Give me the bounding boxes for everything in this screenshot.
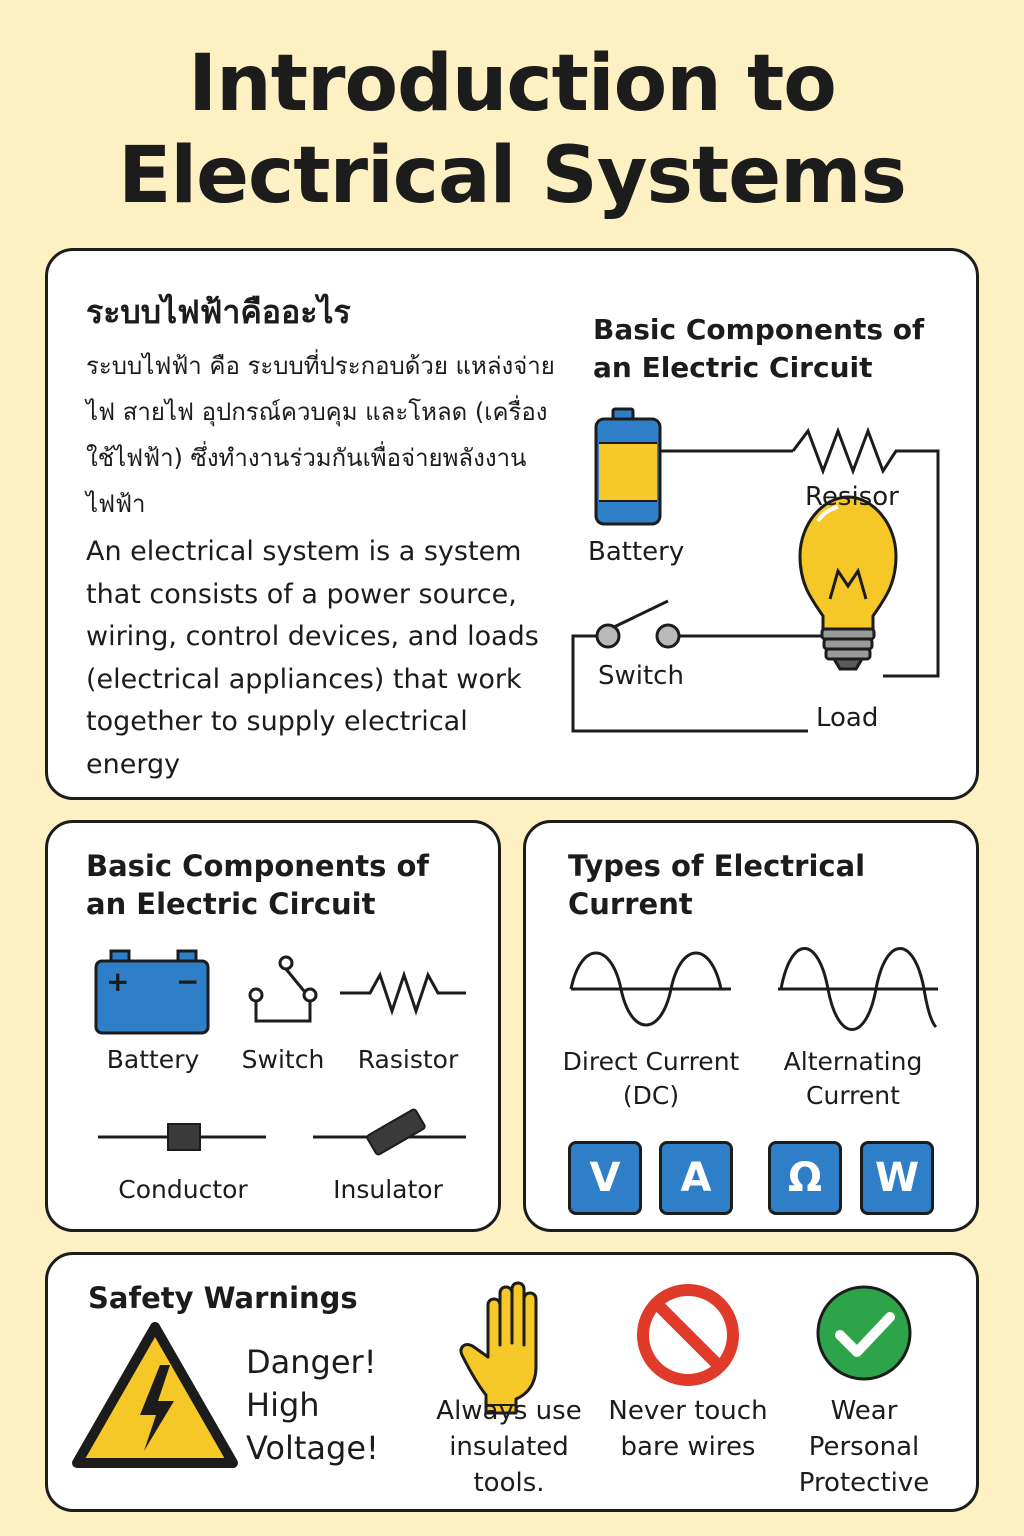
- current-waveforms: [569, 947, 938, 1031]
- light-bulb-icon: [798, 495, 898, 671]
- insulated-glove-icon: [459, 1281, 538, 1415]
- current-heading: Types of Electrical Current: [568, 849, 866, 921]
- battery-plus-sign: +: [106, 965, 130, 998]
- check-circle-icon: [816, 1285, 912, 1381]
- tip-ppe-line-2: Personal: [808, 1432, 920, 1462]
- tip-ppe-line-3: Protective: [798, 1468, 930, 1498]
- component-label-resistor: Rasistor: [357, 1045, 459, 1074]
- danger-line-1: Danger!: [246, 1343, 377, 1381]
- tip-insulated-tools: Always use insulated tools.: [426, 1393, 592, 1501]
- tip-tools-line-3: tools.: [473, 1468, 545, 1498]
- circuit-diagram: [571, 407, 940, 733]
- car-battery-icon: [94, 949, 210, 1035]
- high-voltage-warning-icon: [72, 1322, 238, 1468]
- unit-ampere-badge: A: [659, 1141, 733, 1215]
- safety-icons: [72, 1281, 912, 1468]
- english-description: An electrical system is a system that co…: [86, 536, 539, 780]
- component-label-insulator: Insulator: [333, 1175, 443, 1204]
- unit-watt-badge: W: [860, 1141, 934, 1215]
- tip-tools-line-1: Always use: [436, 1396, 582, 1426]
- intro-panel: ระบบไฟฟ้าคืออะไร ระบบไฟฟ้า คือ ระบบที่ปร…: [45, 248, 979, 800]
- components-heading: Basic Components of an Electric Circuit: [86, 849, 429, 921]
- insulator-icon: [313, 1108, 466, 1156]
- unit-ohm-badge: Ω: [768, 1141, 842, 1215]
- tip-wires-line-2: bare wires: [620, 1432, 756, 1462]
- tip-protective-equipment: Wear Personal Protective: [786, 1393, 942, 1501]
- thai-heading: ระบบไฟฟ้าคืออะไร: [86, 293, 351, 331]
- switch-symbol-icon: [248, 955, 318, 1023]
- page-title: Introduction to Electrical Systems: [0, 38, 1024, 222]
- current-types-panel: Types of Electrical Current Direct Curre…: [523, 820, 979, 1232]
- ac-label-line-1: Alternating: [783, 1047, 923, 1076]
- components-panel: Basic Components of an Electric Circuit: [45, 820, 501, 1232]
- label-resistor: Resisor: [805, 482, 899, 512]
- title-line-1: Introduction to: [188, 39, 837, 129]
- resistor-icon: [791, 426, 908, 476]
- dc-label-line-2: (DC): [622, 1081, 680, 1110]
- component-symbols: [94, 949, 466, 1156]
- tip-tools-line-2: insulated: [449, 1432, 569, 1462]
- label-load: Load: [816, 703, 879, 733]
- component-label-switch: Switch: [241, 1045, 325, 1074]
- conductor-icon: [98, 1123, 266, 1151]
- thai-description: ระบบไฟฟ้า คือ ระบบที่ประกอบด้วย แหล่งจ่า…: [86, 352, 555, 518]
- wire-bottom: [571, 634, 808, 733]
- title-line-2: Electrical Systems: [118, 131, 907, 221]
- battery-minus-sign: −: [176, 965, 200, 998]
- ac-label: Alternating Current: [748, 1045, 958, 1113]
- dc-waveform-icon: [569, 951, 731, 1027]
- ac-label-line-2: Current: [806, 1081, 900, 1110]
- prohibited-icon: [637, 1284, 739, 1386]
- wire-right: [883, 449, 940, 678]
- circuit-wires: [571, 449, 940, 733]
- component-label-conductor: Conductor: [118, 1175, 248, 1204]
- safety-panel: Safety Warnings Danger! High Voltage! Al…: [45, 1252, 979, 1512]
- dc-label: Direct Current (DC): [546, 1045, 756, 1113]
- component-label-battery: Battery: [106, 1045, 200, 1074]
- unit-volt-badge: V: [568, 1141, 642, 1215]
- ac-waveform-icon: [778, 947, 938, 1031]
- tip-ppe-line-1: Wear: [830, 1396, 898, 1426]
- switch-icon: [595, 599, 681, 649]
- circuit-heading: Basic Components of an Electric Circuit: [593, 313, 925, 384]
- label-switch: Switch: [598, 661, 684, 691]
- danger-line-2: High: [246, 1386, 320, 1424]
- tip-wires-line-1: Never touch: [608, 1396, 768, 1426]
- danger-line-3: Voltage!: [246, 1429, 379, 1467]
- safety-heading: Safety Warnings: [88, 1281, 358, 1315]
- label-battery: Battery: [588, 537, 685, 567]
- resistor-symbol-icon: [340, 970, 466, 1016]
- danger-text: Danger! High Voltage!: [246, 1341, 379, 1470]
- tip-bare-wires: Never touch bare wires: [602, 1393, 774, 1465]
- dc-label-line-1: Direct Current: [562, 1047, 740, 1076]
- battery-icon: [594, 407, 662, 526]
